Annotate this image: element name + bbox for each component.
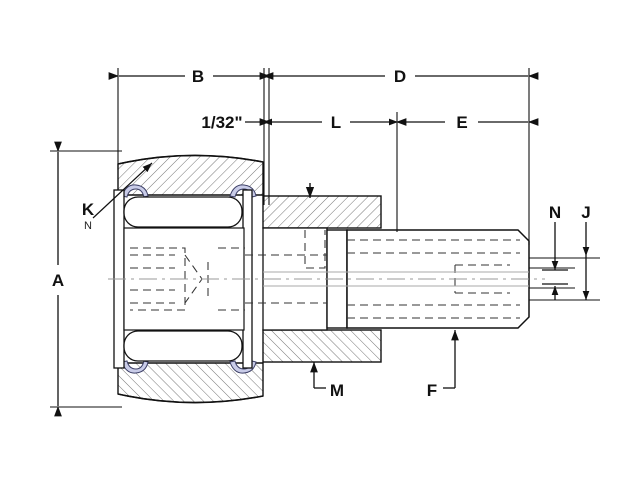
flange-lower-section [262, 329, 382, 363]
dim-label-j: J [581, 203, 590, 222]
dim-label-m: M [330, 381, 344, 400]
dimension-e: E [388, 113, 539, 132]
hidden-slot [304, 230, 326, 269]
dim-label-f: F [427, 381, 437, 400]
dim-label-e: E [456, 113, 467, 132]
dimension-j: J [581, 203, 591, 300]
dim-label-l: L [331, 113, 341, 132]
extension-line-group [50, 68, 600, 408]
dimension-m: M [310, 362, 344, 400]
dimension-f: F [427, 330, 459, 400]
needle-roller-upper [123, 196, 243, 228]
needle-roller-group [123, 196, 243, 362]
flange-upper-section [262, 195, 382, 229]
dim-label-k: K [82, 200, 95, 219]
dim-label-k-subscript: N [84, 220, 92, 232]
needle-roller-lower [123, 330, 243, 362]
stud-threaded-end [346, 229, 530, 329]
outer-ring-geometry [117, 154, 264, 404]
dim-k-leader [92, 162, 153, 219]
dimension-d: D [259, 67, 539, 86]
dim-label-n: N [549, 203, 561, 222]
dim-label-b: B [192, 67, 204, 86]
dimension-n: N [542, 203, 568, 300]
dimension-k: K N [82, 162, 153, 232]
centerline-group [108, 271, 545, 287]
dimension-b: B [108, 67, 274, 86]
crown-profile-bottom [117, 393, 264, 404]
dim-label-a: A [52, 271, 64, 290]
hidden-line-group [130, 230, 520, 319]
dimension-l: L [259, 113, 407, 132]
dimension-a: A [52, 141, 64, 417]
crown-profile-top [117, 154, 264, 165]
dim-label-clearance: 1/32" [201, 113, 242, 132]
dim-label-d: D [394, 67, 406, 86]
